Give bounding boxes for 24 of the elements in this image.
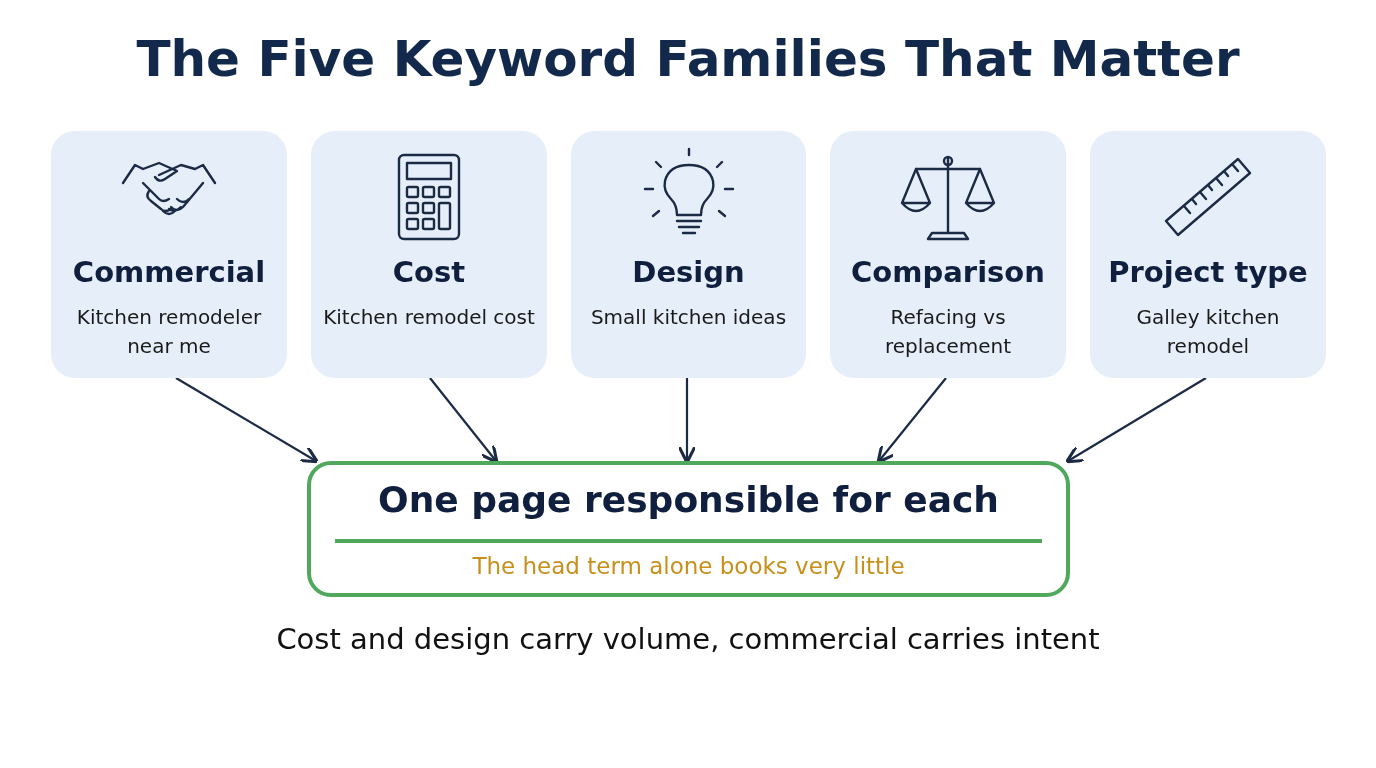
category-heading: Project type bbox=[1107, 255, 1309, 289]
category-heading: Cost bbox=[391, 255, 467, 289]
example-keyword: Galley kitchen remodel bbox=[1135, 304, 1281, 360]
example-keyword: Kitchen remodeler near me bbox=[75, 304, 263, 360]
category-card bbox=[1090, 131, 1326, 378]
arrow bbox=[429, 377, 499, 464]
example-keyword: Kitchen remodel cost bbox=[322, 304, 536, 331]
title: The Five Keyword Families That Matter bbox=[135, 30, 1241, 88]
category-heading: Comparison bbox=[850, 255, 1046, 289]
category-card bbox=[51, 131, 287, 378]
category-heading: Commercial bbox=[71, 255, 267, 289]
category-card bbox=[571, 131, 806, 378]
example-keyword: Refacing vs replacement bbox=[883, 304, 1013, 360]
arrow bbox=[876, 377, 947, 464]
target-page-box bbox=[307, 461, 1070, 597]
box-heading: One page responsible for each bbox=[377, 479, 1000, 520]
arrow bbox=[175, 377, 319, 464]
summary-note: Cost and design carry volume, commercial carries intent bbox=[275, 622, 1101, 656]
category-card bbox=[311, 131, 547, 378]
category-card bbox=[830, 131, 1066, 378]
category-heading: Design bbox=[631, 255, 746, 289]
example-keyword: Small kitchen ideas bbox=[589, 304, 788, 331]
arrow bbox=[1065, 377, 1207, 464]
box-subtitle: The head term alone books very little bbox=[471, 553, 906, 579]
